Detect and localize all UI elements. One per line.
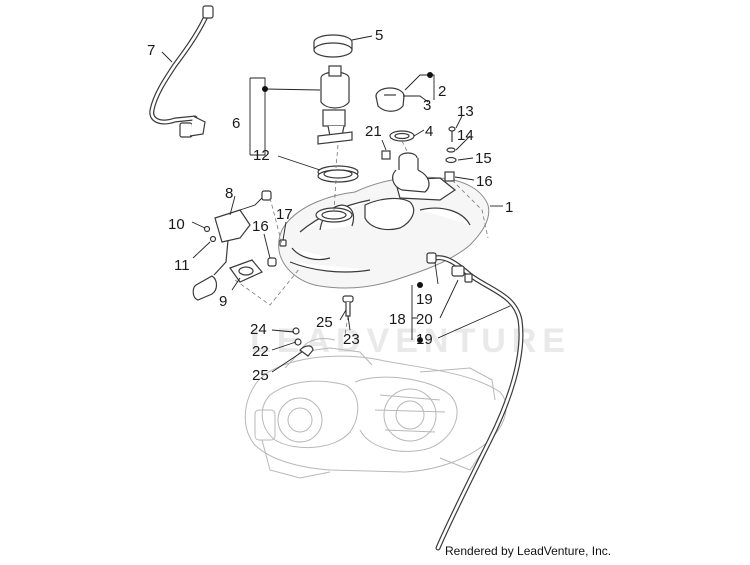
callout-8: 8	[225, 185, 233, 202]
grommet-left	[267, 257, 277, 267]
ring-nut	[313, 34, 353, 58]
callout-17: 17	[276, 206, 293, 223]
credit-text: Rendered by LeadVenture, Inc.	[445, 544, 612, 558]
fuel-level-sensor	[192, 190, 272, 301]
callout-24: 24	[250, 321, 267, 338]
callout-21: 21	[365, 123, 382, 140]
screw-and-washers	[445, 126, 457, 164]
callout-5: 5	[375, 27, 383, 44]
callout-18: 18	[389, 311, 406, 328]
cap-gasket	[389, 130, 415, 142]
breather-hose	[149, 5, 214, 138]
callout-12: 12	[253, 147, 270, 164]
sensor-gasket	[229, 259, 263, 283]
callout-7: 7	[147, 42, 155, 59]
assembly-guide-lines	[234, 140, 489, 336]
watermark-text: LEADVENTURE	[250, 322, 571, 360]
callout-16-left: 16	[252, 218, 269, 235]
callout-1: 1	[505, 199, 513, 216]
callout-14: 14	[457, 127, 474, 144]
callout-23: 23	[343, 331, 360, 348]
tank-gasket	[315, 207, 353, 223]
callout-19-top: 19	[416, 291, 433, 308]
callout-2: 2	[438, 83, 446, 100]
vent-hose-assembly	[426, 252, 524, 551]
callout-15: 15	[475, 150, 492, 167]
part-21-clip	[381, 150, 391, 160]
callout-3: 3	[423, 97, 431, 114]
clip-right	[444, 171, 455, 182]
callout-19-bottom: 19	[416, 331, 433, 348]
pump-gasket	[317, 165, 359, 183]
callout-4: 4	[425, 123, 433, 140]
group-markers	[262, 72, 433, 343]
callout-labels: 1 2 3 4 5 6 7 8 9 10 11 12 13 14 15 16 1…	[147, 27, 513, 384]
callout-11: 11	[174, 257, 190, 274]
callout-13: 13	[457, 103, 474, 120]
filler-neck	[392, 152, 430, 193]
callout-25-top: 25	[316, 314, 333, 331]
callout-6: 6	[232, 115, 240, 132]
fuel-cap	[375, 87, 405, 112]
callout-22: 22	[252, 343, 269, 360]
callout-25-bottom: 25	[252, 367, 269, 384]
fuel-pump	[317, 65, 353, 145]
sensor-screws	[203, 225, 217, 243]
leader-lines	[161, 35, 511, 373]
callout-9: 9	[219, 293, 227, 310]
callout-10: 10	[168, 216, 185, 233]
callout-16-right: 16	[476, 173, 493, 190]
callout-20: 20	[416, 311, 433, 328]
